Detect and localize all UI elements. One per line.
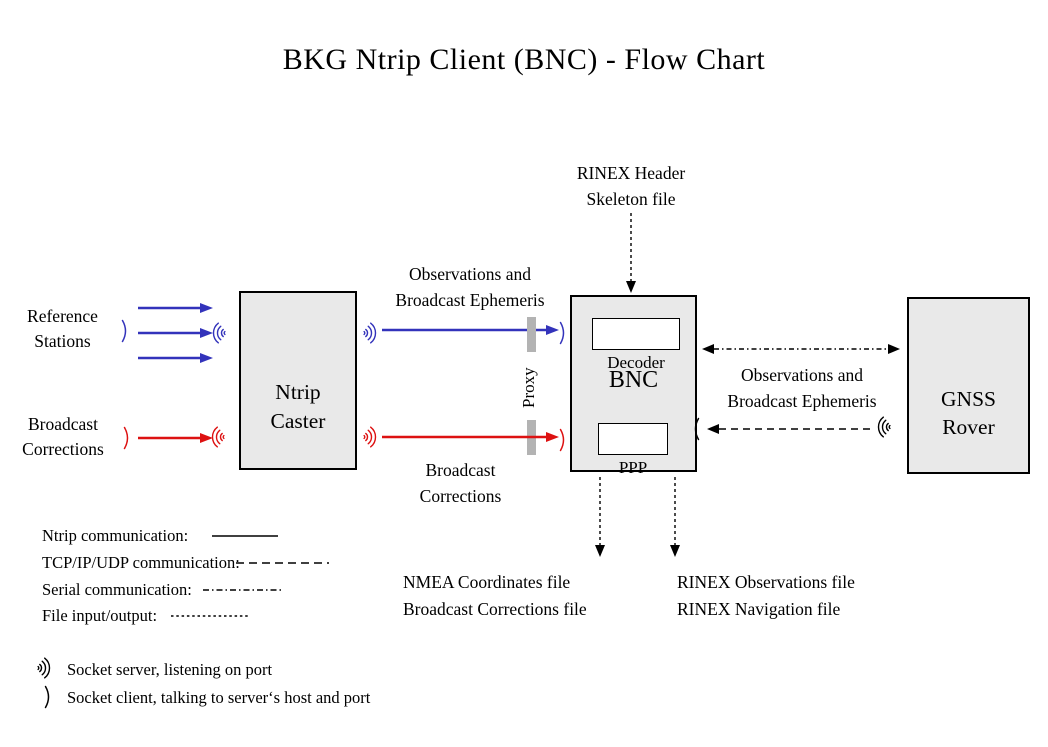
decoder-label: Decoder bbox=[607, 353, 665, 372]
legend-serial-label: Serial communication: bbox=[42, 580, 192, 599]
bnc-node: Decoder BNC PPP bbox=[570, 295, 697, 477]
ppp-label: PPP bbox=[618, 458, 648, 477]
file-arrow-rinex-header-to-bnc-icon bbox=[626, 212, 636, 293]
ntrip-arrow-caster-to-bnc-corrections-icon bbox=[381, 432, 559, 442]
socket-server-icon bbox=[363, 322, 377, 344]
tcp-arrow-rover-to-bnc-icon bbox=[707, 424, 874, 434]
gnss-rover-label: GNSS Rover bbox=[941, 387, 996, 439]
legend-file-label: File input/output: bbox=[42, 606, 158, 625]
broadcast-corrections-left-label: Broadcast Corrections bbox=[22, 414, 104, 459]
proxy-bar-top bbox=[527, 317, 536, 352]
bnc-label: BNC bbox=[608, 367, 659, 393]
socket-client-icon bbox=[694, 417, 700, 441]
reference-stations-label: Reference Stations bbox=[27, 306, 98, 351]
legend-solid-line-icon bbox=[212, 532, 280, 540]
socket-client-icon bbox=[559, 428, 565, 452]
socket-client-icon bbox=[121, 319, 127, 343]
socket-server-icon bbox=[363, 426, 377, 448]
legend-dashdot-line-icon bbox=[203, 586, 285, 594]
socket-server-legend-label: Socket server, listening on port bbox=[67, 660, 273, 679]
socket-server-icon bbox=[211, 426, 225, 448]
files-right-label: RINEX Observations file RINEX Navigation… bbox=[677, 572, 855, 619]
proxy-label: Proxy bbox=[519, 367, 538, 408]
ntrip-arrows-reference-to-caster-icon bbox=[137, 303, 213, 363]
files-left-label: NMEA Coordinates file Broadcast Correcti… bbox=[403, 572, 587, 619]
legend-tcp-label: TCP/IP/UDP communication: bbox=[42, 553, 240, 572]
socket-server-icon bbox=[877, 416, 891, 438]
ntrip-arrow-caster-to-bnc-obs-icon bbox=[381, 325, 559, 335]
broadcast-corrections-mid-label: Broadcast Corrections bbox=[419, 460, 502, 506]
serial-arrow-bnc-rover-icon bbox=[702, 344, 900, 354]
socket-client-legend-label: Socket client, talking to server‘s host … bbox=[67, 688, 371, 707]
legend-ntrip-label: Ntrip communication: bbox=[42, 526, 189, 545]
ntrip-arrow-corrections-to-caster-icon bbox=[137, 433, 213, 443]
decoder-box: Decoder bbox=[592, 318, 680, 372]
legend-dotted-line-icon bbox=[171, 612, 249, 620]
obs-ephemeris-top-label: Observations and Broadcast Ephemeris bbox=[395, 264, 545, 310]
socket-server-icon bbox=[37, 657, 51, 679]
ntrip-caster-node: Ntrip Caster bbox=[239, 291, 357, 470]
ppp-box: PPP bbox=[598, 423, 668, 477]
socket-server-icon bbox=[212, 322, 226, 344]
gnss-rover-node: GNSS Rover bbox=[907, 297, 1030, 474]
file-arrow-bnc-nmea-icon bbox=[595, 476, 605, 557]
socket-client-icon bbox=[123, 426, 129, 450]
rinex-header-skeleton-label: RINEX Header Skeleton file bbox=[576, 163, 686, 209]
ntrip-caster-label: Ntrip Caster bbox=[270, 380, 326, 433]
obs-ephemeris-right-label: Observations and Broadcast Ephemeris bbox=[727, 365, 877, 411]
socket-client-icon bbox=[44, 685, 50, 709]
legend-dashed-line-icon bbox=[236, 559, 330, 567]
file-arrow-bnc-rinex-icon bbox=[670, 476, 680, 557]
socket-client-icon bbox=[559, 321, 565, 345]
page-title: BKG Ntrip Client (BNC) - Flow Chart bbox=[282, 43, 766, 76]
